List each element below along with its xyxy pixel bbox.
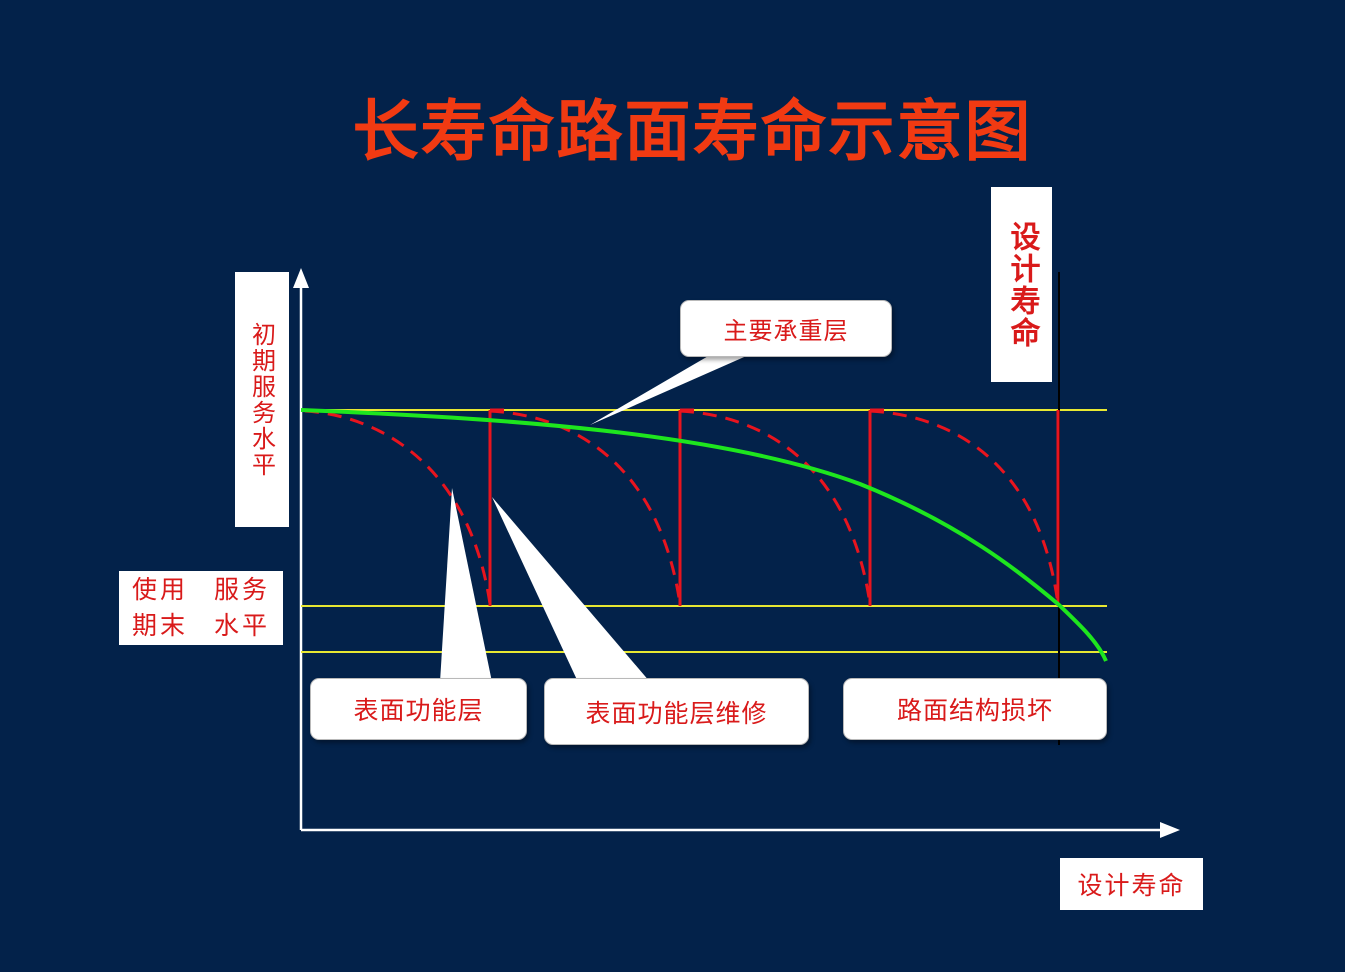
initial-service-level-label: 初期服务水平	[235, 272, 289, 527]
surface-decay-curve	[304, 409, 492, 605]
surface-repair-callout: 表面功能层维修	[544, 678, 809, 745]
callout-pointer	[492, 497, 650, 682]
main-performance-curve	[300, 408, 1108, 662]
surface-decay-curve	[869, 409, 1060, 605]
page-title: 长寿命路面寿命示意图	[352, 92, 1033, 170]
main-layer-callout: 主要承重层	[680, 300, 892, 357]
end-level-line-2: 服务水平	[213, 575, 270, 640]
x-axis-label: 设计寿命	[1060, 858, 1203, 910]
design-life-top-label: 设计寿命	[991, 187, 1052, 382]
surface-decay-curve	[679, 409, 872, 605]
structure-damage-callout: 路面结构损坏	[843, 678, 1107, 740]
callout-pointer	[440, 488, 492, 682]
surface-decay-curve	[489, 409, 682, 605]
surface-layer-callout: 表面功能层	[310, 678, 527, 740]
end-service-level-label: 使用期末 服务水平	[119, 571, 283, 645]
end-level-line-1: 使用期末	[131, 575, 188, 640]
callout-pointer	[590, 348, 760, 425]
